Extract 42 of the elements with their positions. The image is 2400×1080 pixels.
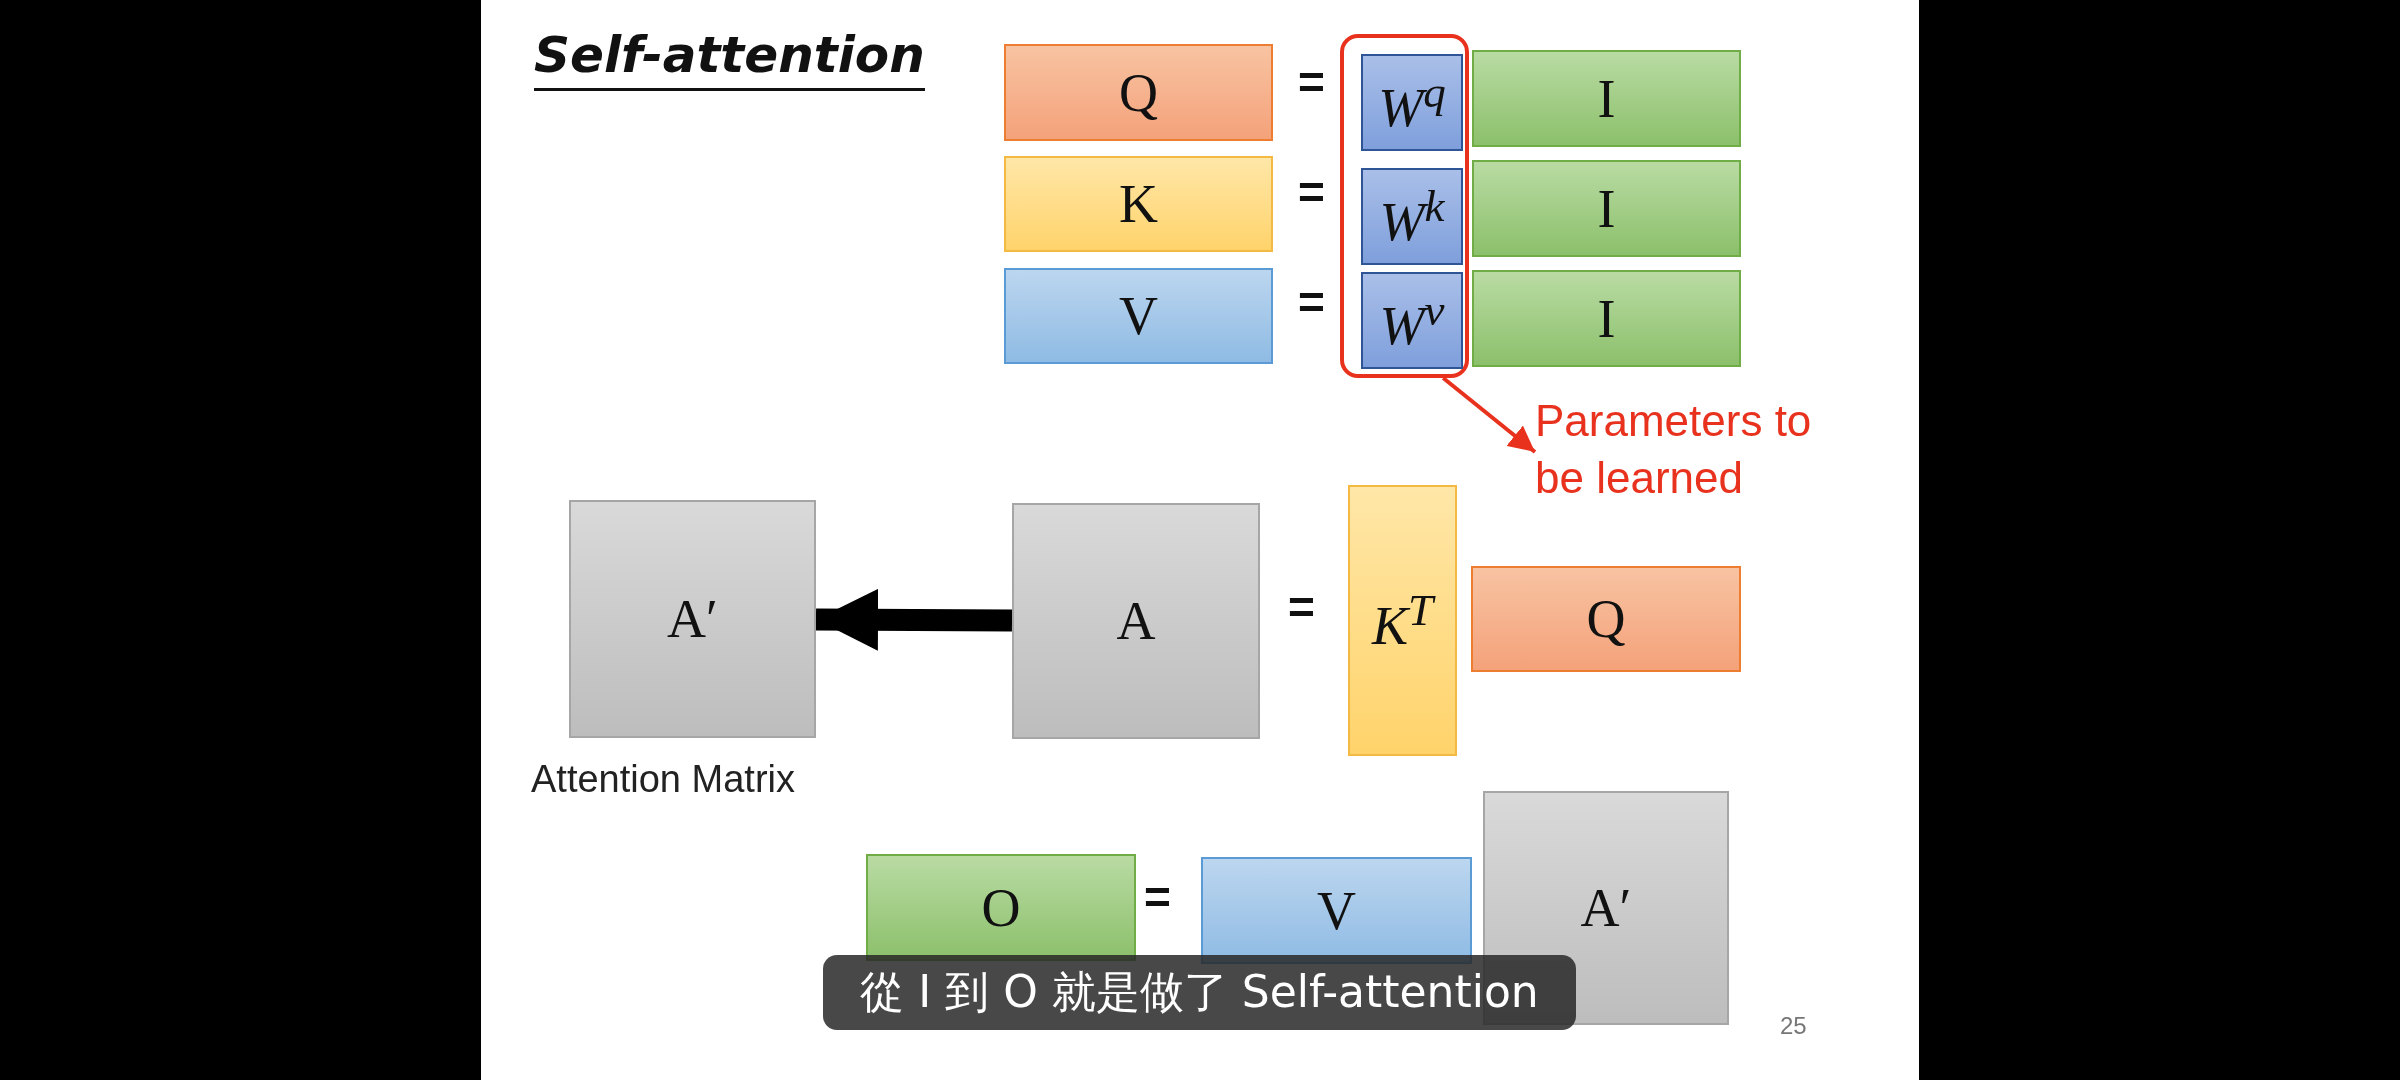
- matrix-symbol: Q: [1119, 65, 1158, 120]
- matrix-box: [1012, 503, 1260, 739]
- matrix-symbol: Q: [1586, 592, 1626, 646]
- highlight-frame: [1340, 34, 1469, 378]
- callout-text: Parameters to be learned: [1535, 392, 1820, 512]
- equals-sign: =: [1298, 55, 1325, 109]
- matrix-box: [1348, 485, 1457, 756]
- equals-sign: =: [1288, 580, 1315, 634]
- matrix-box: [1472, 160, 1741, 257]
- matrix-symbol: A: [1116, 594, 1156, 648]
- matrix-box: [1361, 272, 1463, 369]
- matrix-box: [1004, 44, 1273, 141]
- matrix-symbol: A′: [667, 592, 718, 646]
- matrix-box: [1004, 156, 1273, 252]
- matrix-symbol: A′: [1580, 881, 1632, 935]
- matrix-symbol: W$^{v}$: [1379, 288, 1445, 353]
- matrix-symbol: K$^{T}$: [1371, 588, 1434, 653]
- matrix-box: [1361, 168, 1463, 265]
- arrow: [815, 588, 1013, 651]
- matrix-symbol: I: [1597, 181, 1616, 236]
- arrow: [1441, 376, 1537, 454]
- matrix-box: [1004, 268, 1273, 364]
- equals-sign: =: [1298, 165, 1325, 219]
- matrix-box: [569, 500, 816, 738]
- page-number: 25: [1780, 1012, 1807, 1040]
- equals-sign: =: [1298, 275, 1325, 329]
- matrix-box: [1361, 54, 1463, 151]
- subtitle-caption: 從 I 到 O 就是做了 Self-attention: [823, 955, 1576, 1030]
- equals-sign: =: [1144, 870, 1171, 924]
- matrix-box: [1472, 270, 1741, 367]
- matrix-symbol: V: [1119, 289, 1158, 343]
- matrix-symbol: W$^{k}$: [1379, 184, 1445, 249]
- matrix-symbol: K: [1119, 177, 1158, 231]
- matrix-symbol: O: [981, 880, 1021, 935]
- matrix-symbol: I: [1597, 71, 1616, 126]
- matrix-symbol: V: [1317, 883, 1356, 938]
- matrix-box: [1472, 50, 1741, 147]
- slide-title: Self-attention: [534, 26, 925, 91]
- matrix-symbol: I: [1597, 291, 1616, 346]
- matrix-box: [1471, 566, 1741, 672]
- matrix-symbol: W$^{q}$: [1378, 70, 1446, 135]
- node-label: Attention Matrix: [531, 758, 795, 801]
